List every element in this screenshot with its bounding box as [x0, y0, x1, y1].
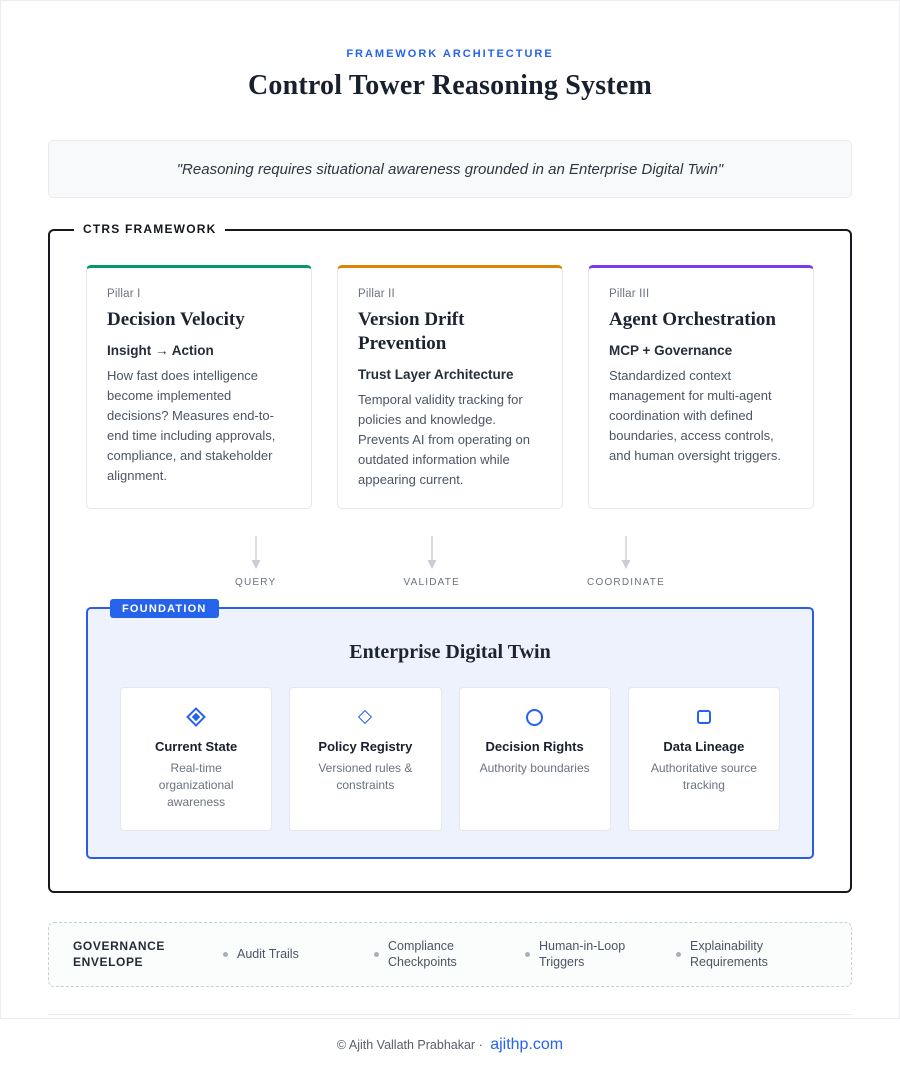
- foundation-card-row: Current State Real-time organizational a…: [120, 687, 780, 831]
- circle-outline-icon: [526, 708, 544, 726]
- governance-item-audit-trails: Audit Trails: [223, 938, 374, 972]
- page-footer: © Ajith Vallath Prabhakar · ajithp.com: [48, 1014, 852, 1075]
- governance-item-label: Human-in-Loop Triggers: [539, 938, 626, 970]
- foundation-card-title: Policy Registry: [318, 739, 413, 755]
- pillar-kicker: Pillar II: [358, 288, 395, 300]
- governance-envelope: GOVERNANCE ENVELOPE Audit Trails Complia…: [48, 921, 852, 988]
- quote-text: "Reasoning requires situational awarenes…: [176, 160, 724, 178]
- governance-item-explainability-requirements: Explainability Requirements: [676, 938, 827, 972]
- bullet-dot-icon: [676, 951, 681, 957]
- diamond-outline-icon: [358, 710, 373, 725]
- pillar-subtitle: MCP + Governance: [609, 342, 733, 358]
- foundation-card-data-lineage: Data Lineage Authoritative source tracki…: [627, 687, 780, 831]
- foundation-card-policy-registry: Policy Registry Versioned rules & constr…: [289, 687, 442, 831]
- bullet-dot-icon: [374, 951, 379, 957]
- down-arrow-icon: [621, 536, 631, 570]
- pillar-kicker: Pillar III: [609, 288, 650, 300]
- foundation-badge: FOUNDATION: [110, 599, 219, 619]
- down-arrow-icon: [427, 536, 437, 570]
- quote-banner: "Reasoning requires situational awarenes…: [48, 140, 852, 198]
- page-header: FRAMEWORK ARCHITECTURE Control Tower Rea…: [0, 0, 900, 102]
- flow-coordinate: COORDINATE: [587, 535, 665, 588]
- pillar-row: Pillar I Decision Velocity Insight → Act…: [86, 265, 814, 510]
- pillar-subtitle: Insight → Action: [107, 342, 214, 358]
- eyebrow-label: FRAMEWORK ARCHITECTURE: [346, 48, 554, 60]
- flow-validate: VALIDATE: [403, 535, 459, 588]
- foundation-card-title: Decision Rights: [485, 739, 584, 755]
- foundation-title: Enterprise Digital Twin: [349, 641, 551, 664]
- governance-item-label: Audit Trails: [237, 947, 299, 962]
- pillar-subtitle: Trust Layer Architecture: [358, 366, 514, 382]
- pillar-card-version-drift-prevention: Pillar II Version Drift Prevention Trust…: [337, 265, 563, 510]
- pillar-title: Agent Orchestration: [609, 309, 776, 330]
- foundation-card-title: Current State: [154, 739, 238, 755]
- governance-item-compliance-checkpoints: Compliance Checkpoints: [374, 938, 525, 972]
- author-site-link[interactable]: ajithp.com: [490, 1036, 564, 1054]
- governance-item-row: Audit Trails Compliance Checkpoints Huma…: [223, 938, 827, 972]
- flow-arrow-row: QUERY VALIDATE COORDINATE: [235, 535, 665, 588]
- pillar-title: Version Drift Prevention: [358, 309, 465, 354]
- governance-item-human-in-loop-triggers: Human-in-Loop Triggers: [525, 938, 676, 972]
- down-arrow-icon: [251, 536, 261, 570]
- pillar-card-decision-velocity: Pillar I Decision Velocity Insight → Act…: [86, 265, 312, 510]
- bullet-dot-icon: [223, 951, 228, 957]
- governance-item-label: Explainability Requirements: [690, 938, 768, 970]
- pillar-title: Decision Velocity: [107, 309, 245, 330]
- pillar-body: How fast does intelligence become implem…: [107, 367, 276, 484]
- bullet-dot-icon: [525, 951, 530, 957]
- pillar-card-agent-orchestration: Pillar III Agent Orchestration MCP + Gov…: [588, 265, 814, 510]
- square-outline-icon: [696, 710, 711, 725]
- governance-item-label: Compliance Checkpoints: [388, 938, 457, 970]
- framework-panel-label: CTRS FRAMEWORK: [74, 222, 226, 236]
- foundation-panel: FOUNDATION Enterprise Digital Twin Curre…: [86, 599, 814, 859]
- foundation-card-subtitle: Authority boundaries: [479, 761, 590, 776]
- diamond-filled-icon: [186, 707, 207, 728]
- flow-label: VALIDATE: [403, 577, 460, 589]
- governance-label: GOVERNANCE ENVELOPE: [73, 939, 166, 970]
- foundation-card-subtitle: Authoritative source tracking: [650, 761, 757, 792]
- flow-label: QUERY: [235, 577, 277, 589]
- foundation-card-current-state: Current State Real-time organizational a…: [120, 687, 273, 831]
- pillar-body: Standardized context management for mult…: [609, 367, 781, 464]
- foundation-card-decision-rights: Decision Rights Authority boundaries: [458, 687, 611, 831]
- copyright-text: © Ajith Vallath Prabhakar ·: [336, 1038, 483, 1053]
- pillar-body: Temporal validity tracking for policies …: [358, 391, 530, 488]
- pillar-kicker: Pillar I: [107, 288, 141, 300]
- flow-label: COORDINATE: [587, 577, 665, 589]
- foundation-card-subtitle: Versioned rules & constraints: [318, 761, 413, 792]
- foundation-card-title: Data Lineage: [663, 739, 745, 755]
- ctrs-framework-panel: CTRS FRAMEWORK Pillar I Decision Velocit…: [48, 222, 852, 893]
- foundation-card-subtitle: Real-time organizational awareness: [158, 761, 234, 809]
- flow-query: QUERY: [235, 535, 276, 588]
- page-title: Control Tower Reasoning System: [247, 70, 652, 101]
